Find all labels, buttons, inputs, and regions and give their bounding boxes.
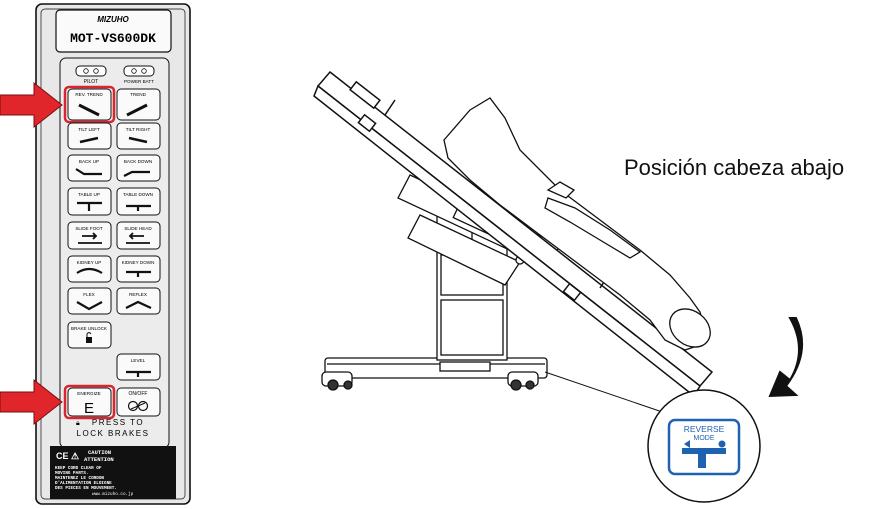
- kidney-up-label: KIDNEY UP: [77, 260, 102, 265]
- rev-trend-highlight: [63, 85, 116, 124]
- padlock-icon: [86, 337, 92, 343]
- table-up-label: TABLE UP: [78, 192, 100, 197]
- flex-label: FLEX: [83, 292, 95, 297]
- slide-foot-label: SLIDE FOOT: [75, 226, 103, 231]
- trend-label: TREND: [130, 92, 147, 97]
- website-text: www.mizuho.co.jp: [92, 492, 134, 497]
- lock-small-icon: 🔒︎: [76, 420, 80, 427]
- energize-button[interactable]: [67, 387, 112, 417]
- caution-line-3: MAINTENEZ LE CORDON: [55, 476, 104, 481]
- level-label: LEVEL: [131, 358, 146, 363]
- flex-button[interactable]: [67, 287, 112, 315]
- brand-logo: MIZUHO: [97, 15, 129, 24]
- slide-head-label: SLIDE HEAD: [124, 226, 152, 231]
- trend-button[interactable]: [116, 88, 161, 121]
- rev-trend-label: REV. TREND: [75, 92, 103, 97]
- downward-curved-arrow-icon: [768, 317, 803, 398]
- table-base: [321, 357, 548, 391]
- back-down-label: BACK DOWN: [124, 159, 152, 164]
- reverse-label: REVERSE: [684, 424, 725, 434]
- table-down-button[interactable]: [116, 187, 161, 216]
- caution-title: CAUTION: [88, 449, 111, 456]
- reverse-mode-badge: [667, 418, 741, 476]
- power-batt-lamp: [123, 65, 155, 77]
- brake-unlock-label: BRAKE UNLOCK: [71, 326, 108, 331]
- ce-mark: CE ⚠: [56, 451, 79, 461]
- reverse-mode-callout: [647, 389, 761, 503]
- tilted-tabletop: [313, 70, 714, 398]
- tilt-left-label: TILT LEFT: [78, 127, 100, 132]
- energize-highlight: [63, 384, 116, 420]
- kidney-down-button[interactable]: [116, 255, 161, 283]
- model-label: MOT-VS600DK: [70, 31, 156, 46]
- caution-line-2: MOVING PARTS.: [55, 471, 89, 476]
- red-arrow-icon: [0, 378, 63, 426]
- button-row-1: REV. TREND TREND: [67, 88, 161, 121]
- reflex-label: REFLEX: [129, 292, 147, 297]
- position-caption: Posición cabeza abajo: [624, 155, 845, 180]
- lock-brakes-label: LOCK BRAKES: [77, 429, 150, 438]
- remote-header: [55, 9, 172, 53]
- table-symbol-icon: [682, 448, 726, 454]
- caution-line-4: D'ALIMENTATION ELOIGNE: [55, 481, 112, 486]
- back-up-label: BACK UP: [79, 159, 99, 164]
- table-up-button[interactable]: [67, 187, 112, 216]
- mode-label: MODE: [694, 435, 715, 442]
- table-down-label: TABLE DOWN: [123, 192, 153, 197]
- press-to-label: PRESS TO: [92, 418, 144, 427]
- pilot-label: PILOT: [84, 79, 98, 85]
- caution-line-1: KEEP CORD CLEAR OF: [55, 466, 102, 471]
- energize-letter: E: [84, 400, 94, 417]
- energize-label: ENERGIZE: [77, 391, 100, 396]
- tilt-right-label: TILT RIGHT: [126, 127, 151, 132]
- caution-subtitle: ATTENTION: [84, 456, 114, 463]
- kidney-down-label: KIDNEY DOWN: [122, 260, 155, 265]
- table-mechanism: [397, 174, 561, 286]
- tilt-left-button[interactable]: [67, 122, 112, 150]
- brake-unlock-button[interactable]: [67, 321, 112, 349]
- on-off-button[interactable]: [116, 387, 161, 417]
- patient-figure: [443, 97, 711, 351]
- tilt-right-button[interactable]: [116, 122, 161, 150]
- hand-remote-diagram: MIZUHO MOT-VS600DK PILOT POWER BATT REV.…: [0, 3, 191, 505]
- on-off-label: ON/OFF: [129, 391, 148, 397]
- table-column: [436, 214, 508, 361]
- pilot-lamp: [75, 65, 107, 77]
- badge-leader-line: [544, 371, 681, 419]
- caution-label-block: [50, 446, 176, 499]
- red-arrow-icon: [0, 81, 63, 129]
- level-button[interactable]: [116, 353, 161, 381]
- caution-line-5: DES PIECES EN MOUVEMENT.: [55, 486, 117, 491]
- power-batt-label: POWER BATT: [124, 79, 154, 84]
- rev-trend-button[interactable]: [67, 88, 112, 121]
